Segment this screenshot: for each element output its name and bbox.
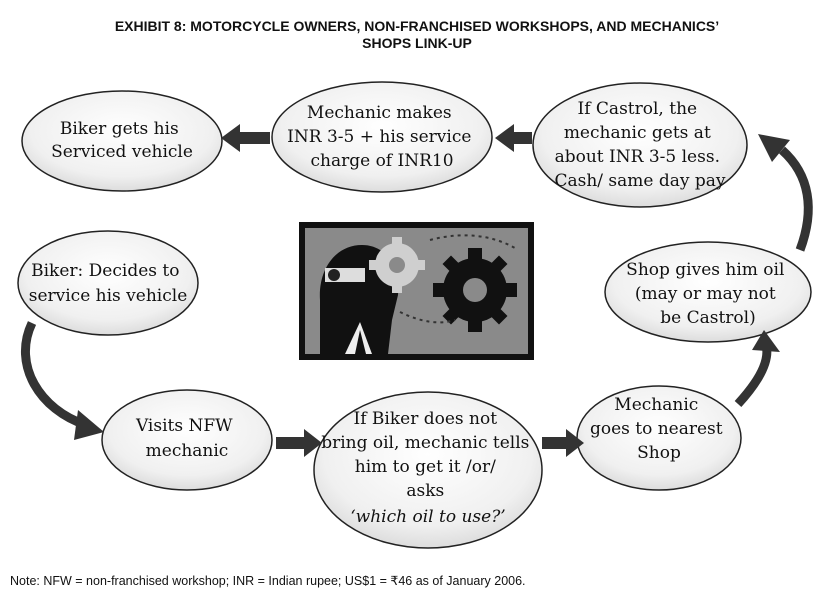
arrow-ifbiker-to-shop — [542, 429, 584, 457]
arrow-castrol-to-makes — [495, 124, 532, 152]
svg-text:Visits NFW mechanic: Visits NFW mechanic — [135, 416, 238, 461]
node-shop-gives: Shop gives him oil (may or may not be Ca… — [604, 241, 812, 343]
node-mechanic-makes: Mechanic makes INR 3-5 + his service cha… — [271, 81, 493, 193]
svg-text:Mechanic goes to nearest: Mechanic goes to nearest Shop — [590, 395, 728, 463]
exhibit-title: EXHIBIT 8: MOTORCYCLE OWNERS, NON-FRANCH… — [0, 18, 834, 52]
arrow-shopgives-to-castrol — [758, 134, 813, 252]
title-line-2: SHOPS LINK-UP — [362, 35, 472, 51]
arrow-makes-to-serviced — [221, 124, 270, 152]
title-line-1: EXHIBIT 8: MOTORCYCLE OWNERS, NON-FRANCH… — [114, 18, 720, 34]
arrow-nfw-to-ifbiker — [276, 429, 322, 457]
node-biker-decides: Biker: Decides to service his vehicle — [17, 230, 199, 336]
node-if-biker-no-oil: If Biker does not bring oil, mechanic te… — [313, 391, 543, 549]
svg-text:Mechanic makes INR 3-5 +: Mechanic makes INR 3-5 + his service cha… — [287, 103, 477, 171]
svg-text:If Biker does not bring: If Biker does not bring oil, mechanic te… — [321, 409, 535, 527]
svg-text:Biker gets his Serviced: Biker gets his Serviced vehicle — [51, 119, 193, 162]
svg-text:Shop gives him oil (may: Shop gives him oil (may or may not be Ca… — [626, 260, 790, 328]
businessman-gears-icon — [299, 222, 534, 360]
arrow-shop-to-shopgives — [734, 330, 780, 408]
arrow-decides-to-nfw — [20, 321, 104, 440]
node-mechanic-to-shop: Mechanic goes to nearest Shop — [576, 385, 742, 491]
svg-text:If Castrol, the mechanic: If Castrol, the mechanic gets at about I… — [554, 99, 725, 191]
footnote: Note: NFW = non-franchised workshop; INR… — [10, 574, 526, 588]
node-visits-nfw: Visits NFW mechanic — [101, 389, 273, 491]
node-biker-serviced: Biker gets his Serviced vehicle — [21, 90, 223, 192]
node-if-castrol: If Castrol, the mechanic gets at about I… — [532, 82, 748, 208]
svg-text:Biker: Decides to servic: Biker: Decides to service his vehicle — [29, 261, 188, 306]
